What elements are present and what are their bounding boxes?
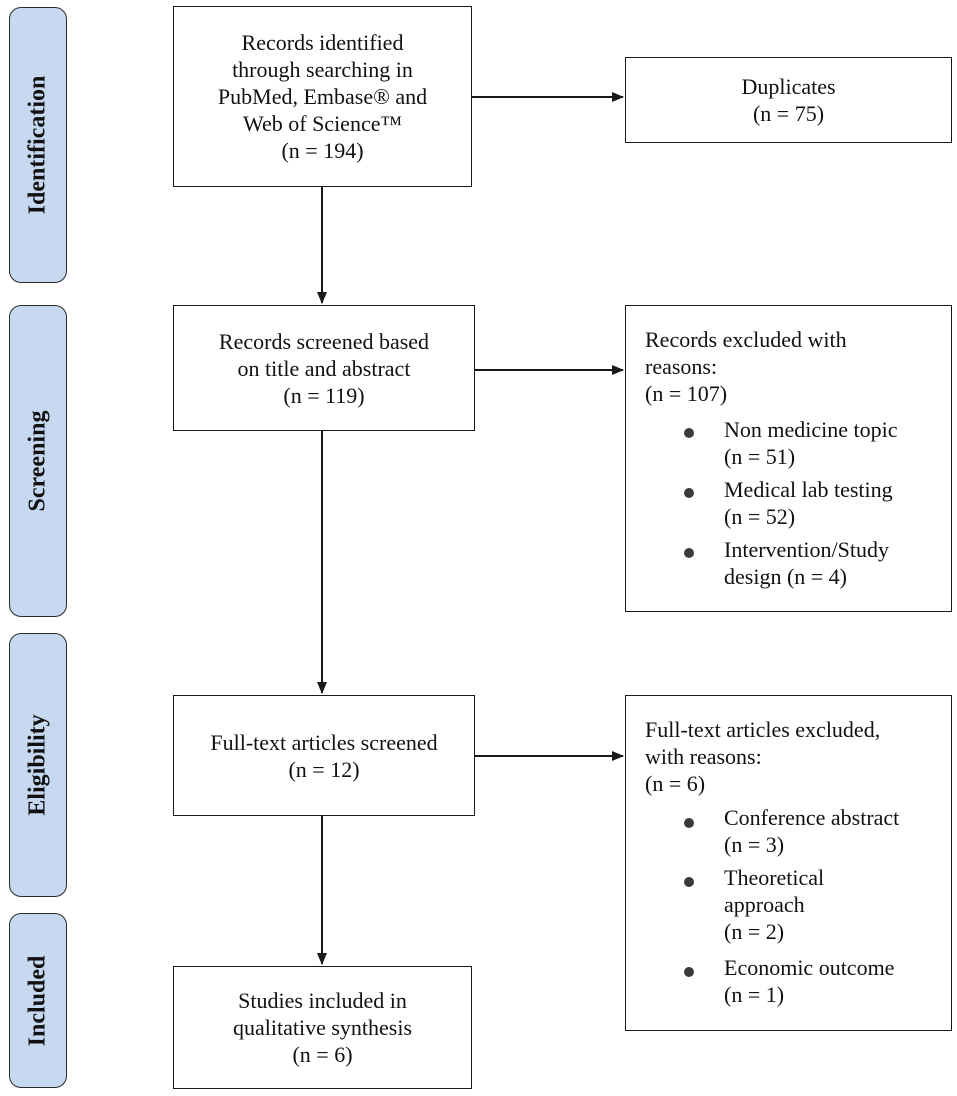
reason-item: Theoretical approach (n = 2) <box>724 864 824 945</box>
reason-count: (n = 2) <box>724 919 785 944</box>
records-screened-line: on title and abstract <box>237 355 411 381</box>
fulltext-excluded-header: with reasons: <box>645 744 762 769</box>
reason-count: (n = 51) <box>724 444 796 469</box>
studies-included-line: qualitative synthesis <box>232 1015 413 1040</box>
records-screened-count: (n = 119) <box>283 382 365 408</box>
bullet-icon <box>684 548 694 558</box>
reason-item: Intervention/Study design (n = 4) <box>724 536 889 590</box>
fulltext-excluded-box: Full-text articles excluded, with reason… <box>625 695 952 1031</box>
records-identified-line: PubMed, Embase® and <box>217 84 428 109</box>
phase-included: Included <box>9 913 67 1088</box>
records-identified-line: through searching in <box>232 57 413 82</box>
studies-included-line: Studies included in <box>238 988 407 1013</box>
duplicates-count: (n = 75) <box>752 101 825 126</box>
records-identified-line: Records identified <box>241 30 404 55</box>
reason-count: (n = 3) <box>724 832 785 857</box>
duplicates-box: Duplicates (n = 75) <box>625 57 952 143</box>
phase-screening: Screening <box>9 305 67 617</box>
reason-item: Medical lab testing (n = 52) <box>724 476 893 530</box>
records-excluded-header: reasons: <box>645 354 718 379</box>
bullet-icon <box>684 877 694 887</box>
fulltext-screened-box: Full-text articles screened (n = 12) <box>173 695 475 816</box>
phase-identification: Identification <box>9 7 67 283</box>
fulltext-excluded-count: (n = 6) <box>645 771 706 796</box>
records-screened-line: Records screened based <box>218 328 430 354</box>
records-excluded-box: Records excluded with reasons: (n = 107)… <box>625 305 952 612</box>
records-identified-line: Web of Science™ <box>242 111 403 136</box>
fulltext-screened-count: (n = 12) <box>288 756 360 782</box>
records-identified-box: Records identified through searching in … <box>173 6 472 187</box>
reason-count: (n = 1) <box>724 982 785 1007</box>
records-excluded-count: (n = 107) <box>645 381 728 406</box>
reason-label: Economic outcome <box>724 955 895 980</box>
reason-item: Non medicine topic (n = 51) <box>724 416 898 470</box>
phase-eligibility: Eligibility <box>9 633 67 897</box>
bullet-icon <box>684 488 694 498</box>
fulltext-screened-label: Full-text articles screened <box>210 729 438 755</box>
bullet-icon <box>684 818 694 828</box>
studies-included-box: Studies included in qualitative synthesi… <box>173 966 472 1089</box>
records-identified-count: (n = 194) <box>281 138 364 163</box>
reason-item: Conference abstract (n = 3) <box>724 804 899 858</box>
reason-label: Conference abstract <box>724 805 900 830</box>
records-excluded-header: Records excluded with <box>645 327 847 352</box>
studies-included-count: (n = 6) <box>292 1042 353 1067</box>
duplicates-label: Duplicates <box>741 74 836 99</box>
bullet-icon <box>684 967 694 977</box>
reason-label: approach <box>724 892 805 917</box>
reason-label: Medical lab testing <box>724 477 893 502</box>
records-screened-box: Records screened based on title and abst… <box>173 305 475 431</box>
reason-count: (n = 52) <box>724 504 796 529</box>
fulltext-excluded-header: Full-text articles excluded, <box>645 717 881 742</box>
reason-item: Economic outcome (n = 1) <box>724 954 894 1008</box>
reason-label: Theoretical <box>724 865 825 890</box>
reason-label: Non medicine topic <box>724 417 898 442</box>
bullet-icon <box>684 428 694 438</box>
reason-label: design (n = 4) <box>724 564 847 589</box>
reason-label: Intervention/Study <box>724 537 889 562</box>
